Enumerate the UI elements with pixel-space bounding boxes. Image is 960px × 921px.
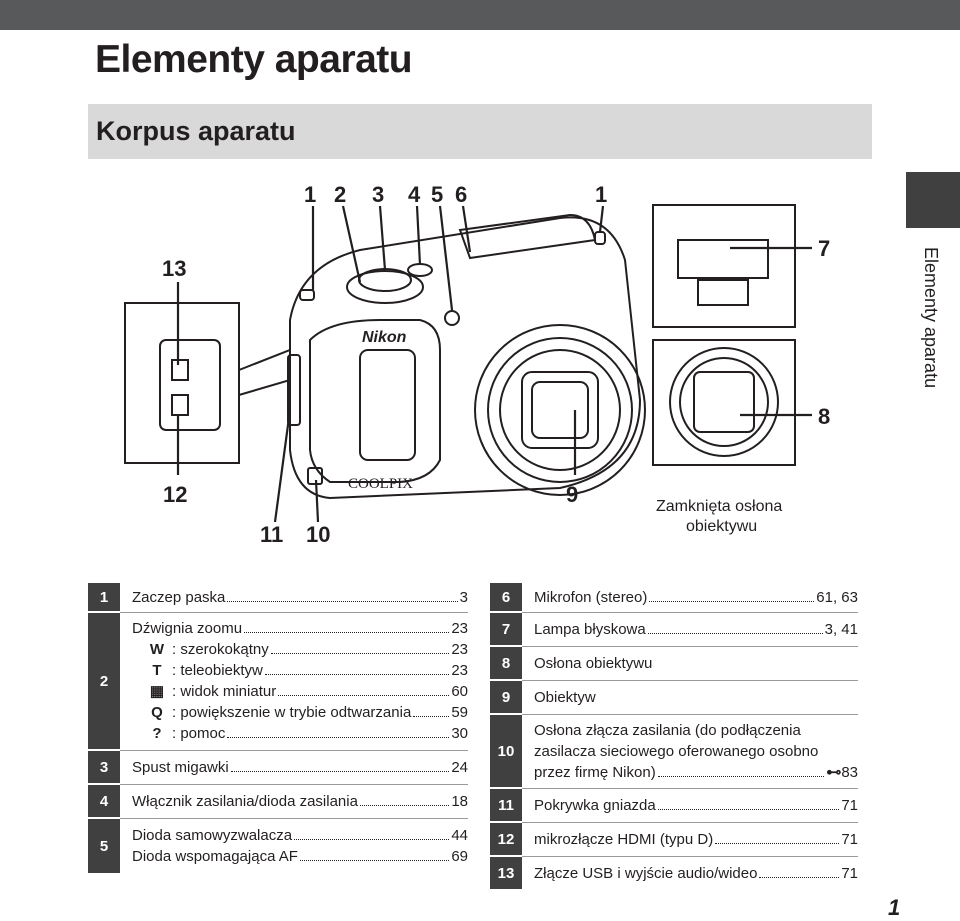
row-number: 1 — [88, 583, 120, 613]
callout-10: 10 — [306, 522, 330, 547]
row-label: Obiektyw — [534, 688, 596, 706]
zoom-lever — [346, 270, 424, 304]
row-number: 12 — [490, 822, 522, 857]
nikon-logo: Nikon — [362, 329, 407, 346]
binoculars-icon: ⊷ — [826, 763, 842, 781]
row-label: mikrozłącze HDMI (typu D) — [534, 830, 714, 848]
table-row: 3 Spust migawki 24 — [88, 750, 468, 785]
page-ref: 3 — [459, 588, 468, 606]
table-row: 5 Dioda samowyzwalacza 44 Dioda wspomagaj… — [88, 818, 468, 875]
row-label: Osłona złącza zasilania (do podłączenia — [534, 721, 801, 739]
table-row: 6 Mikrofon (stereo) 61, 63 — [490, 583, 858, 613]
row-label: Włącznik zasilania/dioda zasilania — [132, 792, 358, 810]
table-row: 8 Osłona obiektywu — [490, 646, 858, 681]
table-row: 4 Włącznik zasilania/dioda zasilania 18 — [88, 784, 468, 819]
help-icon: ? — [152, 725, 162, 742]
coolpix-logo: COOLPIX — [348, 476, 413, 492]
row-label: Złącze USB i wyjście audio/wideo — [534, 864, 758, 882]
row-label: Pokrywka gniazda — [534, 796, 656, 814]
row-label: Lampa błyskowa — [534, 620, 646, 638]
table-row: 9 Obiektyw — [490, 680, 858, 715]
row-label: Spust migawki — [132, 758, 229, 776]
page-ref: 44 — [451, 827, 468, 845]
section-header: Korpus aparatu — [88, 104, 872, 159]
row-number: 4 — [88, 784, 120, 819]
callout-3: 3 — [372, 182, 384, 207]
row-number: 13 — [490, 856, 522, 891]
thumbnail-icon: ▦ — [149, 683, 165, 700]
page-ref: 18 — [451, 792, 468, 810]
parts-table-right: 6 Mikrofon (stereo) 61, 63 7 Lampa błysko… — [490, 583, 858, 891]
row-label: Osłona obiektywu — [534, 654, 653, 672]
callout-7: 7 — [818, 236, 830, 261]
callout-2: 2 — [334, 182, 346, 207]
shutter-button — [358, 268, 412, 292]
row-number: 7 — [490, 612, 522, 647]
lens-outer — [474, 324, 646, 496]
row-number: 3 — [88, 750, 120, 785]
page-ref: 23 — [451, 620, 468, 637]
camera-illustration: Nikon COOLPIX 1 2 3 4 5 — [124, 182, 830, 547]
callout-4: 4 — [408, 182, 421, 207]
lens-cover-inset — [652, 339, 796, 466]
row-label: Mikrofon (stereo) — [534, 588, 648, 606]
row-label: Zaczep paska — [132, 588, 226, 606]
top-bar — [0, 0, 960, 30]
magnify-icon: Q — [151, 704, 163, 721]
callout-11: 11 — [260, 522, 283, 547]
row-number: 2 — [88, 612, 120, 751]
page-ref: 83 — [841, 763, 858, 781]
row-number: 5 — [88, 818, 120, 875]
row-number: 8 — [490, 646, 522, 681]
flash-inset — [652, 204, 796, 328]
table-row: 7 Lampa błyskowa 3, 41 — [490, 612, 858, 647]
page-title: Elementy aparatu — [95, 38, 413, 81]
self-timer-lamp — [444, 310, 460, 326]
callout-1: 1 — [304, 182, 316, 207]
table-row: 12 mikrozłącze HDMI (typu D) 71 — [490, 822, 858, 857]
page-ref: 24 — [451, 758, 468, 776]
callout-6: 6 — [455, 182, 467, 207]
table-row: 11 Pokrywka gniazda 71 — [490, 788, 858, 823]
row-number: 11 — [490, 788, 522, 823]
callout-9: 9 — [566, 482, 578, 507]
page-ref: 69 — [451, 848, 468, 866]
side-tab-marker — [906, 172, 960, 228]
page-number: 1 — [888, 895, 901, 920]
connector-inset — [124, 302, 240, 464]
row-number: 10 — [490, 714, 522, 789]
row-number: 9 — [490, 680, 522, 715]
caption-line-2: obiektywu — [686, 518, 757, 535]
page-ref: 71 — [841, 830, 858, 848]
table-row: 10 Osłona złącza zasilania (do podłączen… — [490, 714, 858, 789]
lens-glass — [521, 371, 599, 449]
table-row: 1 Zaczep paska 3 — [88, 583, 468, 613]
row-number: 6 — [490, 583, 522, 613]
row-label: Dźwignia zoomu — [132, 620, 243, 637]
page-ref: 71 — [841, 864, 858, 882]
zoom-wide-icon: W — [149, 641, 165, 658]
callout-13: 13 — [162, 256, 186, 281]
power-switch — [407, 263, 433, 277]
page-ref: 3, 41 — [824, 620, 858, 638]
callout-5: 5 — [431, 182, 443, 207]
zoom-tele-icon: T — [152, 662, 162, 679]
row-label: Dioda wspomagająca AF — [132, 848, 298, 866]
section-title: Korpus aparatu — [96, 116, 296, 146]
side-tab-label: Elementy aparatu — [921, 247, 941, 389]
row-label: Dioda samowyzwalacza — [132, 827, 293, 845]
table-row: 13 Złącze USB i wyjście audio/wideo 71 — [490, 856, 858, 891]
page-ref: 61, 63 — [816, 588, 858, 606]
page-ref: 71 — [841, 796, 858, 814]
callout-12: 12 — [163, 482, 187, 507]
caption-line-1: Zamknięta osłona — [656, 498, 782, 515]
callout-8: 8 — [818, 404, 830, 429]
callout-1b: 1 — [595, 182, 607, 207]
